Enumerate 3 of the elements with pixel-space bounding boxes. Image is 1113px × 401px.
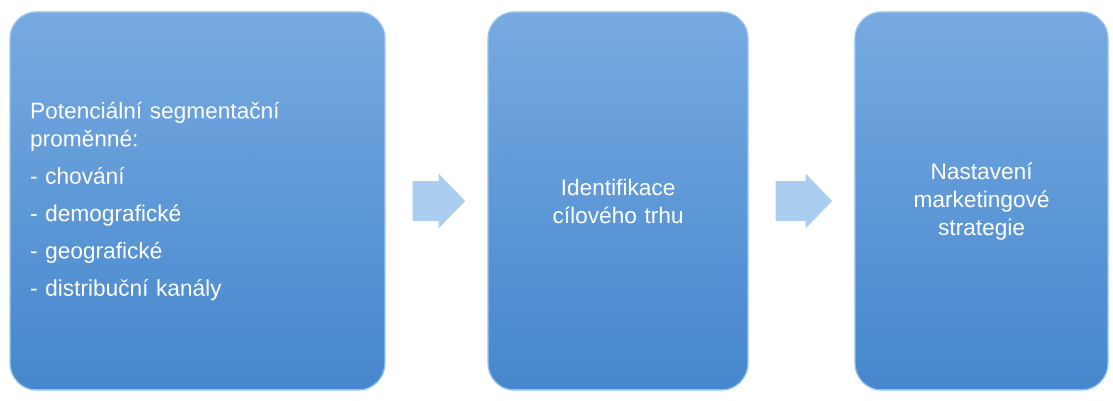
process-box: Nastavení marketingové strategie bbox=[854, 11, 1109, 391]
process-box: Potenciální segmentační proměnné: - chování - demografické - geografické - distribuční kanály bbox=[9, 11, 386, 391]
process-box: Identifikace cílového trhu bbox=[487, 11, 749, 391]
